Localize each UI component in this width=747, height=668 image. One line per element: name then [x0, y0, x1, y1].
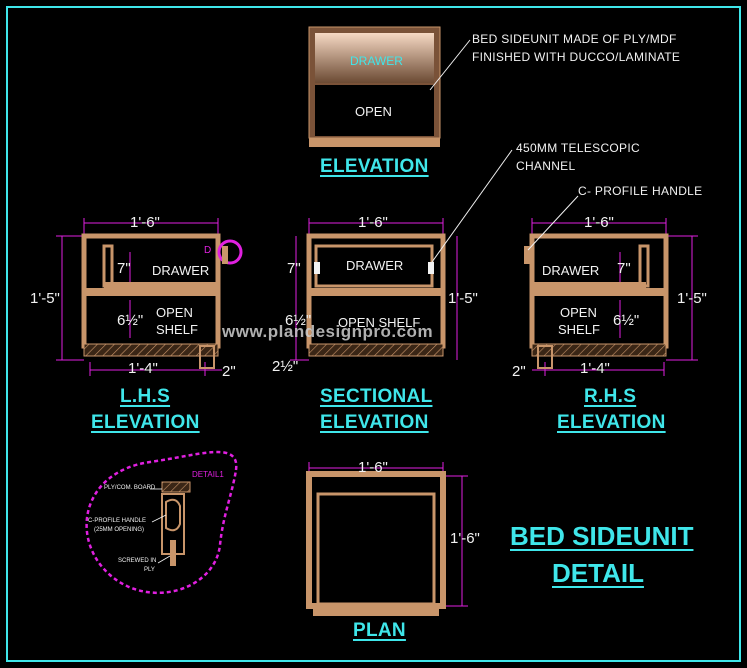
sectional-elevation-drawing: [290, 149, 513, 361]
lhs-width-dim: 1'-6": [130, 214, 160, 231]
front-drawer-label: DRAWER: [350, 54, 403, 68]
lhs-title-line1: L.H.S: [120, 386, 171, 407]
rhs-height-dim: 1'-5": [677, 290, 707, 307]
channel-callout-line2: CHANNEL: [516, 159, 576, 173]
sectional-width-dim: 1'-6": [358, 214, 388, 231]
plan-drawing: [306, 462, 468, 616]
lhs-bottom-width-dim: 1'-4": [128, 360, 158, 377]
sectional-base-dim: 2½": [272, 358, 299, 375]
lhs-title-line2: ELEVATION: [91, 412, 200, 433]
lhs-handle-detail-marker: [217, 239, 243, 265]
rhs-title-line1: R.H.S: [584, 386, 637, 407]
lhs-elevation-drawing: [56, 218, 243, 376]
detail-board-label: PLY/COM. BOARD: [104, 485, 156, 491]
rhs-drawer-label: DRAWER: [542, 263, 600, 278]
handle-detail-bubble: [85, 450, 238, 594]
front-open-label: OPEN: [355, 104, 392, 119]
watermark: www.plandesignpro.com: [222, 322, 434, 341]
rhs-bottom-width-dim: 1'-4": [580, 360, 610, 377]
sectional-title-line1: SECTIONAL: [320, 386, 433, 407]
detail-handle-label2: (25MM OPENING): [94, 527, 145, 533]
drawing-border: [6, 6, 741, 662]
detail-screw-label1: SCREWED IN: [118, 558, 157, 564]
handle-callout: C- PROFILE HANDLE: [578, 184, 703, 198]
lhs-leg-dim: 2": [222, 363, 236, 380]
material-note-line1: BED SIDEUNIT MADE OF PLY/MDF: [472, 32, 677, 46]
rhs-shelf-dim: 6½": [613, 312, 640, 329]
lhs-shelf-label-line2: SHELF: [156, 322, 198, 337]
sectional-height-dim: 1'-5": [448, 290, 478, 307]
rhs-drawer-dim: 7": [617, 260, 631, 277]
sectional-shelf-label: OPEN SHELF: [338, 315, 421, 330]
lhs-drawer-label: DRAWER: [152, 263, 210, 278]
main-title-line2: DETAIL: [552, 558, 644, 588]
material-note-line2: FINISHED WITH DUCCO/LAMINATE: [472, 50, 681, 64]
sectional-shelf-dim: 6½": [285, 312, 312, 329]
lhs-shelf-dim: 6½": [117, 312, 144, 329]
detail-tag: DETAIL1: [192, 470, 224, 479]
sectional-title-line2: ELEVATION: [320, 412, 429, 433]
sectional-drawer-label: DRAWER: [346, 258, 404, 273]
rhs-elevation-drawing: [524, 195, 698, 376]
plan-width-dim: 1'-6": [358, 459, 388, 476]
front-elevation: [308, 26, 471, 147]
rhs-title-line2: ELEVATION: [557, 412, 666, 433]
lhs-height-dim: 1'-5": [30, 290, 60, 307]
rhs-leg-dim: 2": [512, 363, 526, 380]
detail-screw-label2: PLY: [144, 567, 155, 573]
rhs-width-dim: 1'-6": [584, 214, 614, 231]
rhs-shelf-label-line2: SHELF: [558, 322, 600, 337]
plan-title: PLAN: [353, 620, 406, 641]
channel-callout-line1: 450MM TELESCOPIC: [516, 141, 640, 155]
sectional-drawer-dim: 7": [287, 260, 301, 277]
main-title-line1: BED SIDEUNIT: [510, 521, 694, 551]
lhs-drawer-dim: 7": [117, 260, 131, 277]
lhs-shelf-label-line1: OPEN: [156, 305, 193, 320]
rhs-shelf-label-line1: OPEN: [560, 305, 597, 320]
elevation-title: ELEVATION: [320, 156, 429, 177]
plan-depth-dim: 1'-6": [450, 530, 480, 547]
lhs-detail-tag: D: [204, 245, 212, 256]
detail-handle-label1: C-PROFILE HANDLE: [88, 518, 147, 524]
